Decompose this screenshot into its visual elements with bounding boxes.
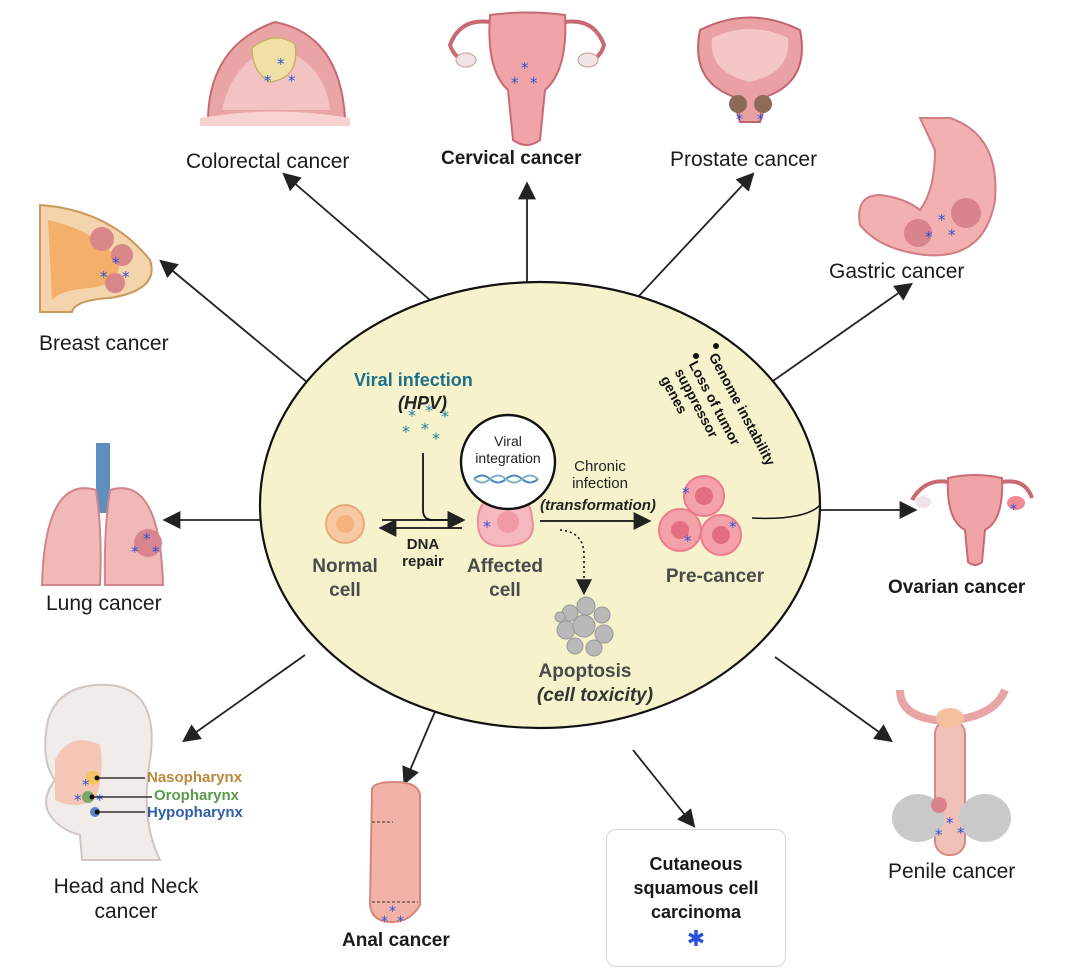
svg-text:*: *	[736, 112, 743, 128]
cervical-label: Cervical cancer	[441, 148, 582, 169]
viral-integration-label: Viral integration	[475, 433, 541, 466]
arrow-penile	[774, 656, 893, 743]
arrows	[159, 172, 918, 828]
svg-text:*: *	[948, 226, 956, 244]
svg-text:*: *	[397, 914, 404, 930]
svg-text:*: *	[288, 72, 296, 90]
scc-box: Cutaneous squamous cell carcinoma ✱	[606, 829, 786, 967]
svg-text:*: *	[96, 791, 104, 809]
svg-text:*: *	[131, 543, 139, 561]
ovarian-label: Ovarian cancer	[888, 577, 1026, 598]
svg-text:*: *	[483, 517, 491, 536]
integration-circle	[459, 413, 557, 511]
anal-illustration: ***	[368, 780, 421, 930]
anal-label: Anal cancer	[342, 930, 450, 951]
cell-toxicity-label: (cell toxicity)	[536, 685, 654, 706]
transformation-label: (transformation)	[540, 497, 656, 514]
arrow-colorectal	[282, 172, 431, 301]
svg-text:*: *	[511, 74, 519, 92]
svg-text:*: *	[100, 268, 108, 286]
colorectal-illustration: ***	[200, 20, 350, 126]
nasopharynx-label: Nasopharynx	[147, 769, 243, 786]
affected-cell-label: Affected cell	[466, 556, 543, 601]
pre-cancer-label: Pre-cancer	[665, 566, 765, 587]
svg-text:*: *	[122, 268, 130, 286]
svg-text:*: *	[402, 422, 410, 441]
pre-cancer-cells: * * *	[658, 475, 742, 556]
arrow-anal	[402, 699, 441, 786]
svg-text:*: *	[938, 211, 946, 229]
dna-repair-label: DNA repair	[402, 536, 444, 570]
svg-text:*: *	[925, 228, 933, 246]
svg-text:*: *	[757, 112, 764, 128]
gastric-illustration: ***	[858, 117, 997, 257]
svg-text:*: *	[684, 532, 692, 550]
svg-text:*: *	[112, 254, 120, 272]
arrow-scc	[632, 749, 696, 828]
gastric-label: Gastric cancer	[829, 260, 965, 283]
normal-cell	[325, 504, 365, 544]
svg-text:*: *	[264, 72, 272, 90]
viral-infection-label: Viral infection	[354, 370, 473, 390]
arrow-breast	[159, 259, 309, 384]
head-neck-label: Head and Neck cancer	[53, 875, 199, 923]
svg-text:*: *	[277, 55, 285, 73]
lung-label: Lung cancer	[46, 592, 162, 615]
head-neck-illustration: ***	[44, 683, 162, 861]
svg-text:*: *	[74, 791, 82, 809]
lung-illustration: ***	[40, 443, 165, 586]
svg-text:*: *	[389, 904, 396, 920]
apoptosis-arrow	[559, 529, 592, 596]
hypopharynx-label: Hypopharynx	[147, 804, 243, 821]
svg-text:*: *	[421, 419, 429, 438]
colorectal-label: Colorectal cancer	[186, 150, 350, 173]
penile-illustration: ***	[892, 688, 1011, 856]
svg-text:*: *	[682, 484, 690, 502]
svg-text:*: *	[530, 74, 538, 92]
svg-text:*: *	[957, 824, 965, 842]
cervical-illustration: ***	[447, 11, 607, 146]
bullet-divider	[751, 504, 821, 520]
penile-label: Penile cancer	[888, 860, 1016, 883]
apoptosis-label: Apoptosis	[538, 661, 632, 682]
svg-text:*: *	[143, 530, 151, 548]
svg-text:*: *	[521, 59, 529, 77]
dna-helix-icon	[473, 474, 539, 484]
breast-illustration: ***	[39, 203, 153, 313]
oropharynx-label: Oropharynx	[154, 787, 240, 804]
svg-text:*: *	[935, 826, 943, 844]
apoptosis-cell	[554, 596, 614, 657]
svg-text:*: *	[441, 407, 449, 426]
svg-text:*: *	[1010, 502, 1017, 518]
svg-text:*: *	[82, 776, 90, 794]
prostate-label: Prostate cancer	[670, 148, 818, 171]
svg-text:*: *	[408, 406, 416, 425]
prostate-illustration: **	[697, 16, 803, 128]
arrow-prostate	[637, 172, 755, 298]
svg-text:*: *	[425, 401, 433, 420]
marker-star-icon: ✱	[686, 926, 706, 951]
arrow-gastric	[769, 282, 913, 384]
svg-text:*: *	[381, 914, 388, 930]
scc-label: Cutaneous squamous cell carcinoma	[633, 854, 759, 922]
svg-text:*: *	[946, 814, 954, 832]
svg-text:*: *	[432, 429, 440, 448]
breast-label: Breast cancer	[39, 332, 169, 355]
svg-text:*: *	[729, 518, 737, 536]
hpv-particles: *** ***	[402, 401, 449, 448]
chronic-infection-label: Chronic infection	[572, 458, 628, 492]
ovarian-illustration: *	[910, 474, 1034, 566]
normal-cell-label: Normal cell	[312, 556, 378, 601]
svg-text:*: *	[152, 543, 160, 561]
arrow-head-neck	[182, 654, 306, 743]
hpv-label: (HPV)	[398, 393, 447, 413]
